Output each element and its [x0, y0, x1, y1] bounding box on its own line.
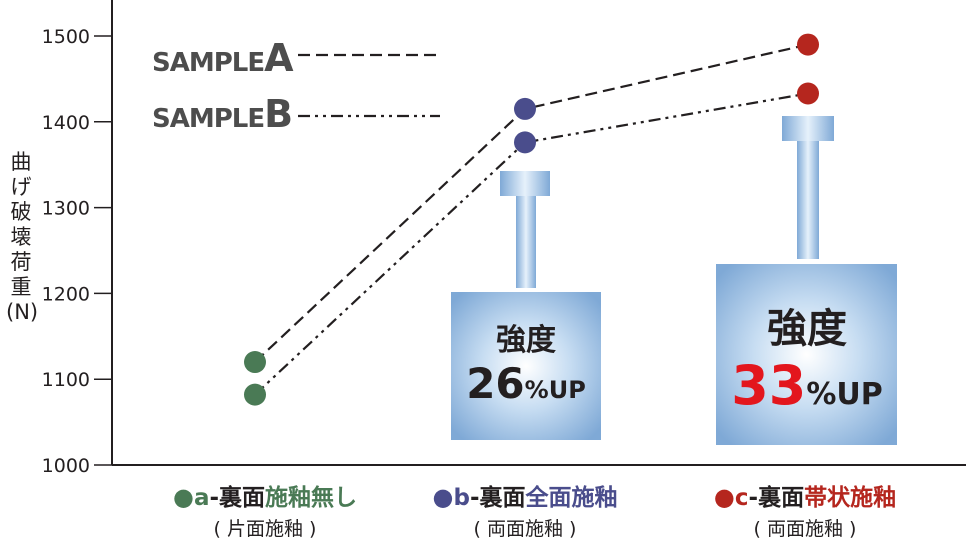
point-a-a	[244, 351, 266, 374]
legend-sample-a-letter: A	[264, 36, 293, 80]
category-a-code: a	[193, 485, 210, 511]
strength-box-b-title: 強度	[496, 323, 556, 358]
category-b-prefix: 裏面	[479, 485, 526, 511]
strength-box-c-title: 強度	[767, 306, 847, 352]
category-b: ●b-裏面全面施釉 ( 両面施釉 )	[410, 478, 640, 541]
category-b-sep: -	[469, 485, 480, 511]
legend-sample-b-word: SAMPLE	[152, 104, 265, 134]
category-b-sub: ( 両面施釉 )	[473, 518, 577, 540]
category-a: ●a-裏面施釉無し ( 片面施釉 )	[150, 478, 380, 541]
category-a-sub: ( 片面施釉 )	[213, 518, 317, 540]
strength-box-b-value: 26	[466, 359, 525, 408]
category-c-name: 帯状施釉	[804, 485, 897, 511]
strength-cap-b	[500, 171, 550, 196]
strength-stem-c	[797, 141, 819, 259]
point-b-b	[514, 131, 536, 154]
category-c-code: c	[734, 485, 749, 511]
category-a-prefix: 裏面	[219, 485, 266, 511]
y-tick-label-1000: 1000	[42, 455, 90, 477]
point-b-a	[244, 383, 266, 406]
y-tick-label-1100: 1100	[42, 369, 90, 391]
category-a-name: 施釉無し	[265, 485, 358, 511]
category-c-prefix: 裏面	[758, 485, 805, 511]
category-c-sub: ( 両面施釉 )	[753, 518, 857, 540]
strength-cap-c	[782, 116, 834, 141]
strength-box-b-unit: %UP	[524, 376, 586, 404]
strength-box-c: 強度 33%UP	[717, 296, 897, 417]
strength-box-b-bg	[451, 292, 601, 440]
point-b-c	[797, 82, 819, 105]
point-a-b	[514, 97, 536, 120]
point-a-c	[797, 33, 819, 56]
category-b-marker: ●	[432, 483, 454, 511]
category-c-marker: ●	[713, 483, 735, 511]
category-b-name: 全面施釉	[525, 485, 618, 511]
strength-box-c-bg	[716, 264, 897, 445]
y-tick-label-1400: 1400	[42, 112, 90, 134]
category-c-sep: -	[748, 485, 759, 511]
category-a-sep: -	[209, 485, 220, 511]
legend-sample-b-letter: B	[264, 92, 293, 136]
y-axis-label: 曲げ破壊荷重(N)	[6, 150, 39, 324]
category-b-code: b	[453, 485, 470, 511]
strength-box-b: 強度 26%UP	[452, 315, 600, 408]
legend-sample-b: SAMPLEB	[152, 92, 293, 136]
y-tick-label-1300: 1300	[42, 198, 90, 220]
legend-sample-a-word: SAMPLE	[152, 48, 265, 78]
strength-stem-b	[516, 196, 536, 288]
category-a-marker: ●	[172, 483, 194, 511]
category-c: ●c-裏面帯状施釉 ( 両面施釉 )	[690, 478, 920, 541]
y-tick-label-1500: 1500	[42, 26, 90, 48]
y-tick-label-1200: 1200	[42, 283, 90, 305]
strength-box-c-value: 33	[731, 354, 807, 417]
strength-box-c-unit: %UP	[806, 377, 883, 412]
legend-sample-a: SAMPLEA	[152, 36, 294, 80]
